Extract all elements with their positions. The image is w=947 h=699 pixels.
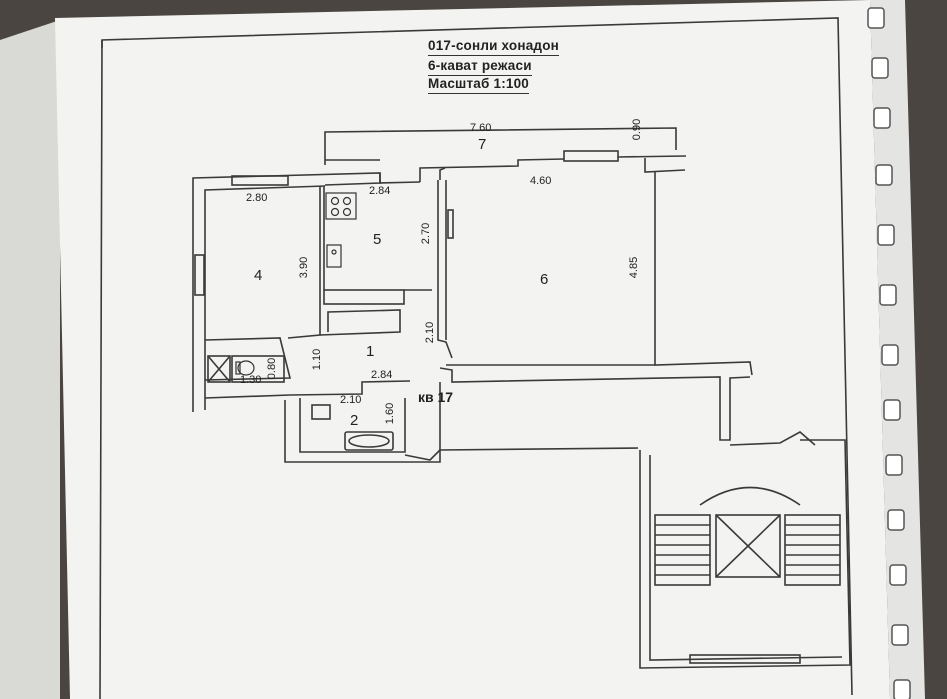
spiral-binding-icon — [867, 7, 911, 699]
dim-balcony-width: 7.60 — [470, 122, 492, 134]
sink-icon — [326, 244, 342, 268]
room-label-6: 6 — [540, 271, 549, 288]
room-label-5: 5 — [373, 231, 382, 248]
document-title-line3: Масштаб 1:100 — [428, 76, 530, 94]
room-label-1: 1 — [366, 343, 375, 360]
room-label-4: 4 — [254, 267, 263, 284]
paper-sheet — [55, 0, 890, 699]
dim-bathroom-width: 2.10 — [340, 394, 362, 406]
dim-corridor-side: 1.10 — [311, 348, 324, 371]
walls — [192, 127, 851, 669]
document-title-line2: 6-кават режаси — [428, 58, 532, 76]
stove-icon — [325, 192, 357, 220]
toilet-icon — [235, 360, 255, 376]
dim-bathroom-depth: 1.60 — [384, 402, 397, 425]
dim-room5-depth: 2.70 — [420, 222, 433, 245]
dim-corridor-width: 2.84 — [371, 369, 393, 381]
dim-corridor-depth: 2.10 — [424, 321, 437, 344]
dim-balcony-depth: 0.90 — [631, 118, 644, 141]
apartment-label: кв 17 — [418, 389, 454, 405]
room-label-7: 7 — [478, 136, 487, 153]
dim-room6-width: 4.60 — [530, 175, 552, 187]
dim-room6-depth: 4.85 — [628, 256, 641, 279]
dim-toilet-depth: 0.80 — [266, 357, 279, 380]
document-title-line1: 017-сонли хонадон — [428, 38, 560, 56]
dim-room4-width: 2.80 — [246, 192, 268, 204]
dim-room4-depth: 3.90 — [298, 256, 311, 279]
dim-room5-width: 2.84 — [369, 185, 391, 197]
dim-toilet-width: 1.30 — [240, 374, 262, 386]
room-label-2: 2 — [350, 412, 359, 429]
